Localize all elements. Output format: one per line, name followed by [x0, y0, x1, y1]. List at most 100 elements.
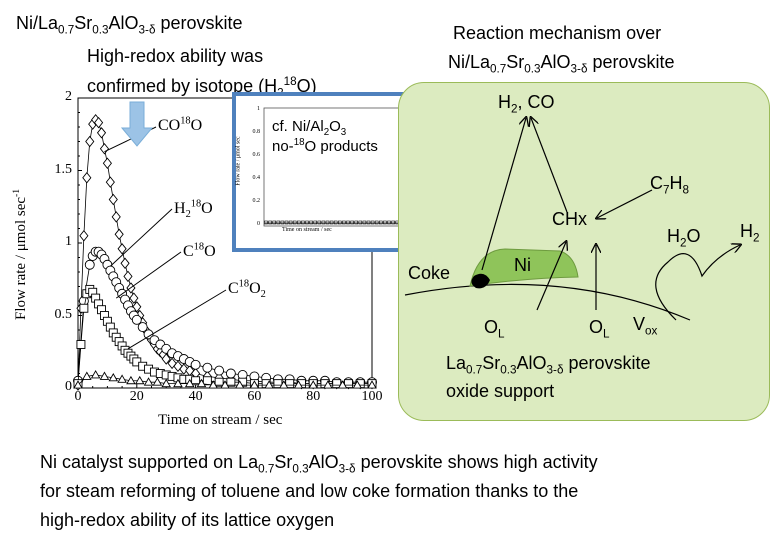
point-circle	[131, 314, 142, 325]
inset-point	[354, 220, 358, 225]
inset-point	[374, 220, 379, 225]
x-tick-label: 60	[247, 389, 262, 404]
point-diamond	[123, 270, 133, 283]
point-circle	[84, 259, 95, 270]
point-diamond	[117, 243, 127, 255]
inset-point	[387, 220, 391, 225]
point-triangle	[184, 378, 195, 388]
series-label-c18o: C18O	[183, 241, 216, 260]
leader-h218o	[109, 208, 173, 267]
point-diamond	[82, 172, 92, 184]
series-label-h218o: H218O	[174, 198, 213, 221]
point-triangle	[117, 374, 127, 383]
inset-point	[333, 220, 338, 225]
point-square	[79, 303, 89, 313]
point-triangle	[99, 371, 110, 380]
point-diamond	[79, 230, 89, 242]
label-vox: Vox	[633, 314, 658, 338]
point-diamond	[96, 127, 107, 139]
inset-note-line2: no-18O products	[272, 137, 378, 155]
series-label-co18o: CO18O	[158, 115, 203, 134]
inset-point	[325, 220, 330, 225]
point-circle	[190, 359, 201, 370]
inset-point	[313, 220, 317, 225]
summary-line3: high-redox ability of its lattice oxygen	[40, 510, 335, 530]
point-triangle	[152, 377, 163, 386]
point-triangle	[293, 380, 304, 389]
label-ol-2: OL	[589, 317, 610, 341]
inset-point	[292, 220, 297, 225]
point-triangle	[279, 380, 289, 389]
x-tick-label: 100	[361, 389, 383, 404]
point-triangle	[82, 371, 92, 380]
summary-text: Ni catalyst supported on La0.7Sr0.3AlO3-…	[40, 448, 770, 535]
point-triangle	[90, 370, 101, 379]
point-triangle	[73, 380, 83, 389]
point-square	[214, 377, 224, 387]
label-h2o: H2O	[667, 226, 701, 250]
inset-point	[296, 220, 301, 225]
inset-y-tick-label: 0	[257, 221, 260, 227]
arrow-h2o-to-h2	[655, 245, 740, 321]
point-triangle	[173, 378, 183, 388]
inset-point	[329, 220, 334, 225]
point-diamond	[102, 157, 112, 169]
support-surface	[404, 283, 691, 321]
point-triangle	[161, 378, 171, 388]
y-tick-label: 0.5	[54, 306, 73, 322]
mechanism-title: Reaction mechanism over	[453, 23, 662, 43]
inset-point	[317, 220, 322, 225]
y-tick-label: 1.5	[54, 161, 73, 177]
point-triangle	[249, 380, 260, 389]
support-label-line1: La0.7Sr0.3AlO3-δ perovskite	[446, 353, 651, 377]
inset-point	[268, 220, 272, 225]
leader-c18o2	[127, 289, 227, 350]
point-triangle	[367, 380, 377, 389]
redox-note-line1: High-redox ability was	[87, 46, 264, 66]
inset-point	[346, 220, 350, 225]
point-circle	[214, 365, 225, 376]
x-tick-label: 20	[129, 389, 144, 404]
label-chx: CHx	[552, 209, 587, 229]
point-square	[191, 376, 201, 386]
arrow-chx-to-h2co	[531, 118, 568, 213]
inset-y-tick-label: 0.2	[252, 198, 261, 204]
point-diamond	[114, 228, 124, 241]
label-coke: Coke	[408, 263, 451, 283]
inset-y-tick-label: 0.6	[252, 152, 261, 158]
inset-y-tick-label: 0.8	[252, 129, 261, 135]
inset-note-line1: cf. Ni/Al2O3	[272, 118, 347, 138]
inset-point	[366, 220, 371, 225]
point-triangle	[126, 375, 136, 385]
point-triangle	[220, 380, 230, 389]
inset-x-label: Time on stream / sec	[282, 227, 332, 233]
x-tick-label: 80	[306, 389, 321, 404]
inset-point	[264, 220, 268, 225]
inset-point	[280, 220, 285, 225]
y-tick-label: 0	[65, 379, 72, 394]
point-diamond	[85, 135, 95, 148]
point-triangle	[308, 380, 318, 389]
perovskite-title: Ni/La0.7Sr0.3AlO3-δ perovskite	[16, 13, 243, 37]
point-triangle	[143, 377, 154, 386]
point-triangle	[108, 372, 119, 382]
label-ol-1: OL	[484, 317, 505, 341]
inset-point	[305, 220, 309, 225]
point-diamond	[105, 176, 115, 188]
label-ni: Ni	[514, 255, 531, 275]
inset-point	[309, 220, 313, 225]
summary-line1: Ni catalyst supported on La0.7Sr0.3AlO3-…	[40, 452, 598, 476]
point-diamond	[111, 211, 121, 223]
point-circle	[202, 362, 213, 373]
series-label-c18o2: C18O2	[228, 278, 266, 301]
point-diamond	[161, 353, 171, 365]
inset-point	[362, 220, 367, 225]
point-triangle	[337, 380, 348, 389]
label-h2: H2	[740, 221, 760, 245]
point-triangle	[234, 380, 245, 389]
point-triangle	[196, 378, 207, 388]
arrow-c7h8-to-chx	[597, 189, 653, 218]
down-arrow-icon	[120, 101, 154, 147]
point-triangle	[352, 380, 363, 389]
